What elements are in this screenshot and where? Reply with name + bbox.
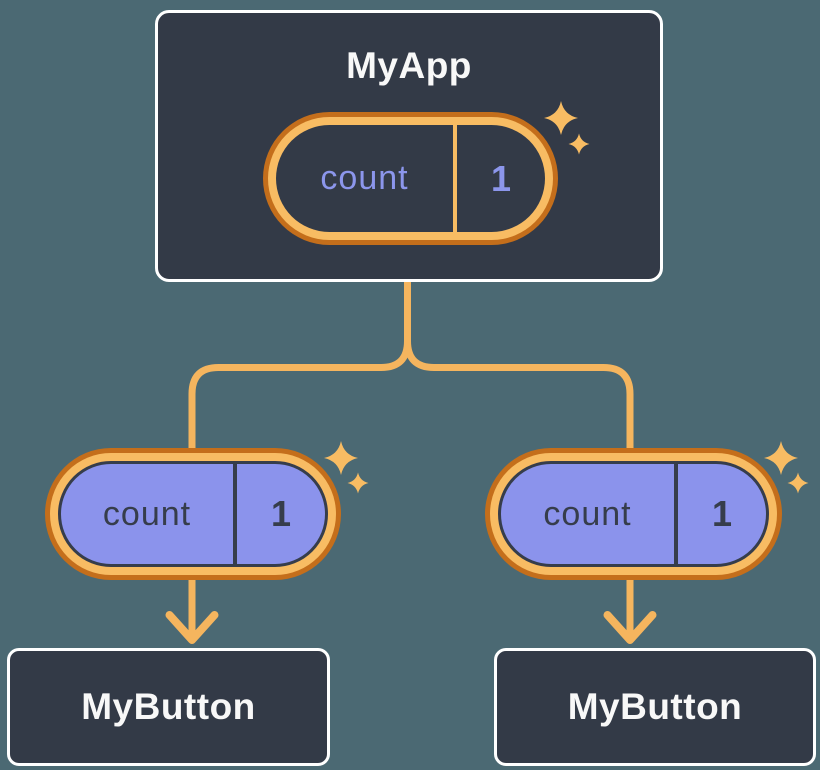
component-node-mybutton-right: MyButton (494, 648, 816, 766)
component-title: MyApp (346, 45, 472, 86)
state-name: count (320, 159, 409, 197)
prop-pill-left: count 1 (45, 448, 341, 580)
prop-value: 1 (711, 493, 733, 534)
pill-body: count 1 (498, 461, 769, 567)
prop-pill-right: count 1 (485, 448, 782, 580)
arrow-down-icon (165, 611, 219, 644)
prop-value: 1 (270, 493, 292, 534)
pill-divider (674, 464, 678, 564)
connector-line-right (404, 281, 634, 637)
arrow-down-icon (603, 611, 657, 644)
prop-name: count (543, 494, 632, 533)
pill-ring: count 1 (268, 117, 553, 240)
state-pill-myapp: count 1 (263, 112, 558, 245)
pill-ring: count 1 (50, 453, 336, 575)
pill-body: count 1 (276, 125, 545, 232)
prop-name: count (102, 494, 192, 533)
pill-divider (233, 464, 237, 564)
pill-body: count 1 (58, 461, 328, 567)
component-title: MyButton (567, 686, 743, 727)
component-node-mybutton-left: MyButton (7, 648, 330, 766)
state-value: 1 (490, 157, 512, 199)
pill-divider (453, 125, 457, 232)
component-title: MyButton (81, 686, 256, 727)
pill-ring: count 1 (490, 453, 777, 575)
